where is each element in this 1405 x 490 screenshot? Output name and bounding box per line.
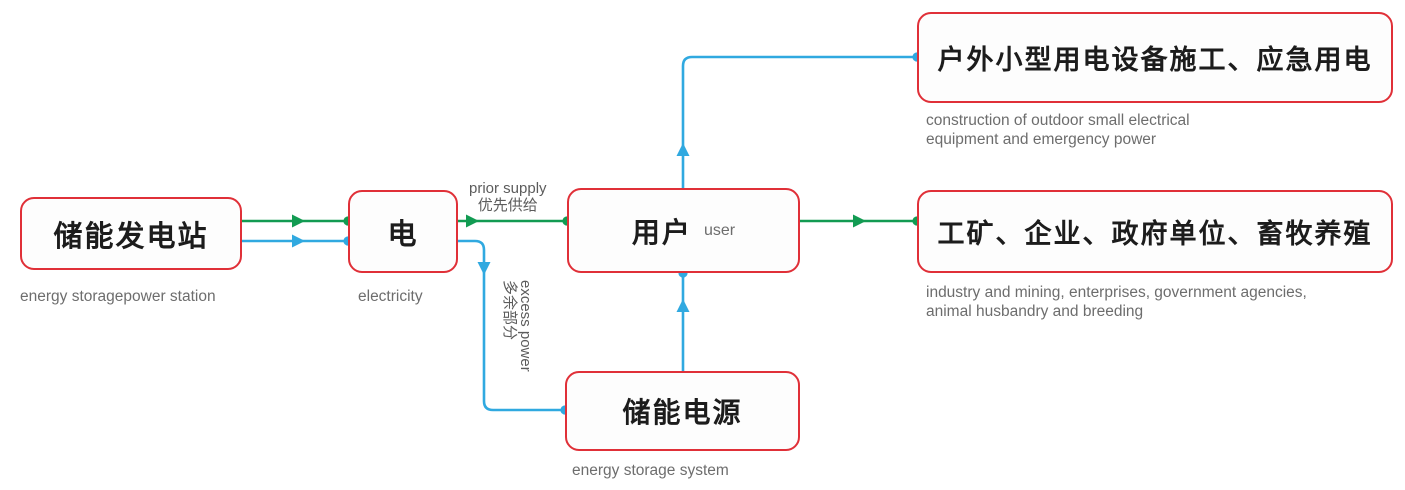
edge-station-to-electricity-green (242, 214, 353, 228)
caption-electricity: electricity (358, 288, 423, 305)
edge-label-prior-supply: prior supply 优先供给 (469, 180, 547, 214)
node-outdoor-equipment[interactable]: 户外小型用电设备施工、应急用电 (917, 12, 1393, 103)
node-storage-system[interactable]: 储能电源 (565, 371, 800, 451)
edge-storage-to-user-blue (676, 268, 690, 371)
edge-label-prior-supply-en: prior supply (469, 180, 547, 197)
caption-storage-system: energy storage system (572, 462, 729, 479)
caption-industry-users: industry and mining, enterprises, govern… (926, 284, 1307, 320)
node-storage-system-label: 储能电源 (622, 397, 743, 428)
caption-storage-station: energy storagepower station (20, 288, 216, 305)
node-user-label-en: user (703, 221, 736, 239)
edge-electricity-to-user-green (458, 214, 572, 228)
node-storage-station[interactable]: 储能发电站 (20, 197, 242, 270)
edge-station-to-electricity-blue (242, 234, 353, 248)
edge-label-excess-power-cn: 多余部分 (501, 280, 518, 341)
edge-label-prior-supply-cn: 优先供给 (477, 197, 538, 214)
node-electricity[interactable]: 电 (348, 190, 458, 273)
node-electricity-label: 电 (387, 218, 419, 251)
node-storage-station-label: 储能发电站 (53, 220, 209, 253)
node-outdoor-equipment-label: 户外小型用电设备施工、应急用电 (937, 45, 1373, 75)
edge-user-to-outdoor-blue (676, 52, 922, 188)
node-industry-users-label: 工矿、企业、政府单位、畜牧养殖 (937, 219, 1373, 249)
node-user-label: 用户 (631, 216, 692, 248)
node-industry-users[interactable]: 工矿、企业、政府单位、畜牧养殖 (917, 190, 1393, 273)
edge-label-excess-power-en: excess power (517, 280, 534, 372)
edge-user-to-industry-green (800, 214, 922, 228)
caption-outdoor-equipment: construction of outdoor small electrical… (926, 112, 1190, 148)
node-user[interactable]: 用户 user (567, 188, 800, 273)
